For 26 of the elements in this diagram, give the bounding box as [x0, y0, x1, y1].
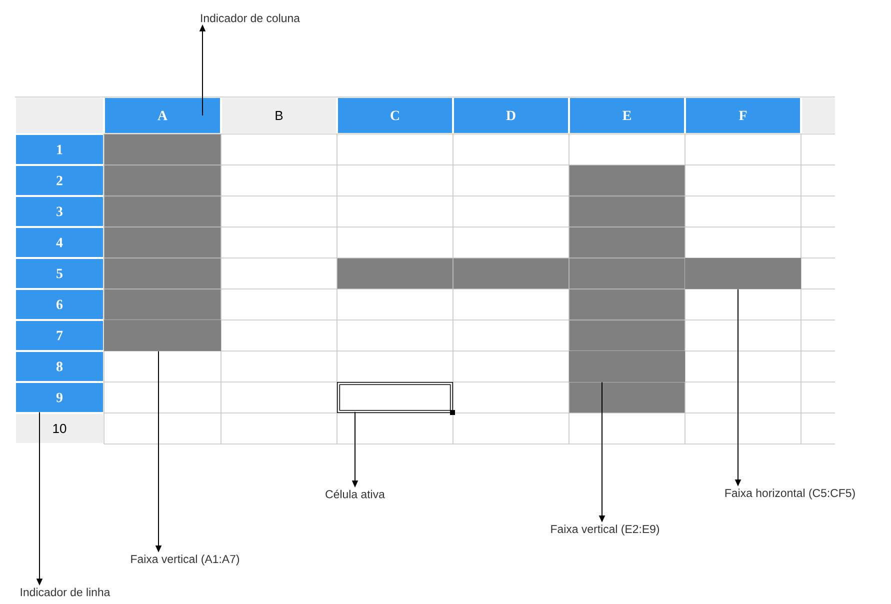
- row-header: 3: [16, 197, 103, 226]
- row-header: 10: [16, 414, 103, 443]
- column-header: F: [686, 98, 800, 133]
- row-header: 5: [16, 259, 103, 288]
- row-header: 6: [16, 290, 103, 319]
- row-header: 4: [16, 228, 103, 257]
- annotation-label: Indicador de coluna: [201, 14, 300, 22]
- column-header: C: [338, 98, 452, 133]
- annotation-label: Indicador de linha: [20, 588, 110, 596]
- column-header: B: [222, 98, 336, 133]
- shaded-cell: [569, 351, 685, 382]
- column-header: E: [570, 98, 684, 133]
- column-header: D: [454, 98, 568, 133]
- row-header: 9: [16, 383, 103, 412]
- shaded-cell: [685, 258, 801, 289]
- column-header: A: [105, 98, 220, 133]
- active-cell: [336, 382, 455, 415]
- annotation-label: Célula ativa: [326, 490, 385, 498]
- row-header: 8: [16, 352, 103, 381]
- row-header: 2: [16, 166, 103, 195]
- annotation-label: Faixa horizontal (C5:CF5): [725, 488, 855, 500]
- shaded-cell: [104, 320, 221, 351]
- annotation-label: Faixa vertical (E2:E9): [551, 524, 660, 536]
- row-header: 1: [16, 135, 103, 164]
- row-header: 7: [16, 321, 103, 350]
- annotation-label: Faixa vertical (A1:A7): [131, 554, 240, 566]
